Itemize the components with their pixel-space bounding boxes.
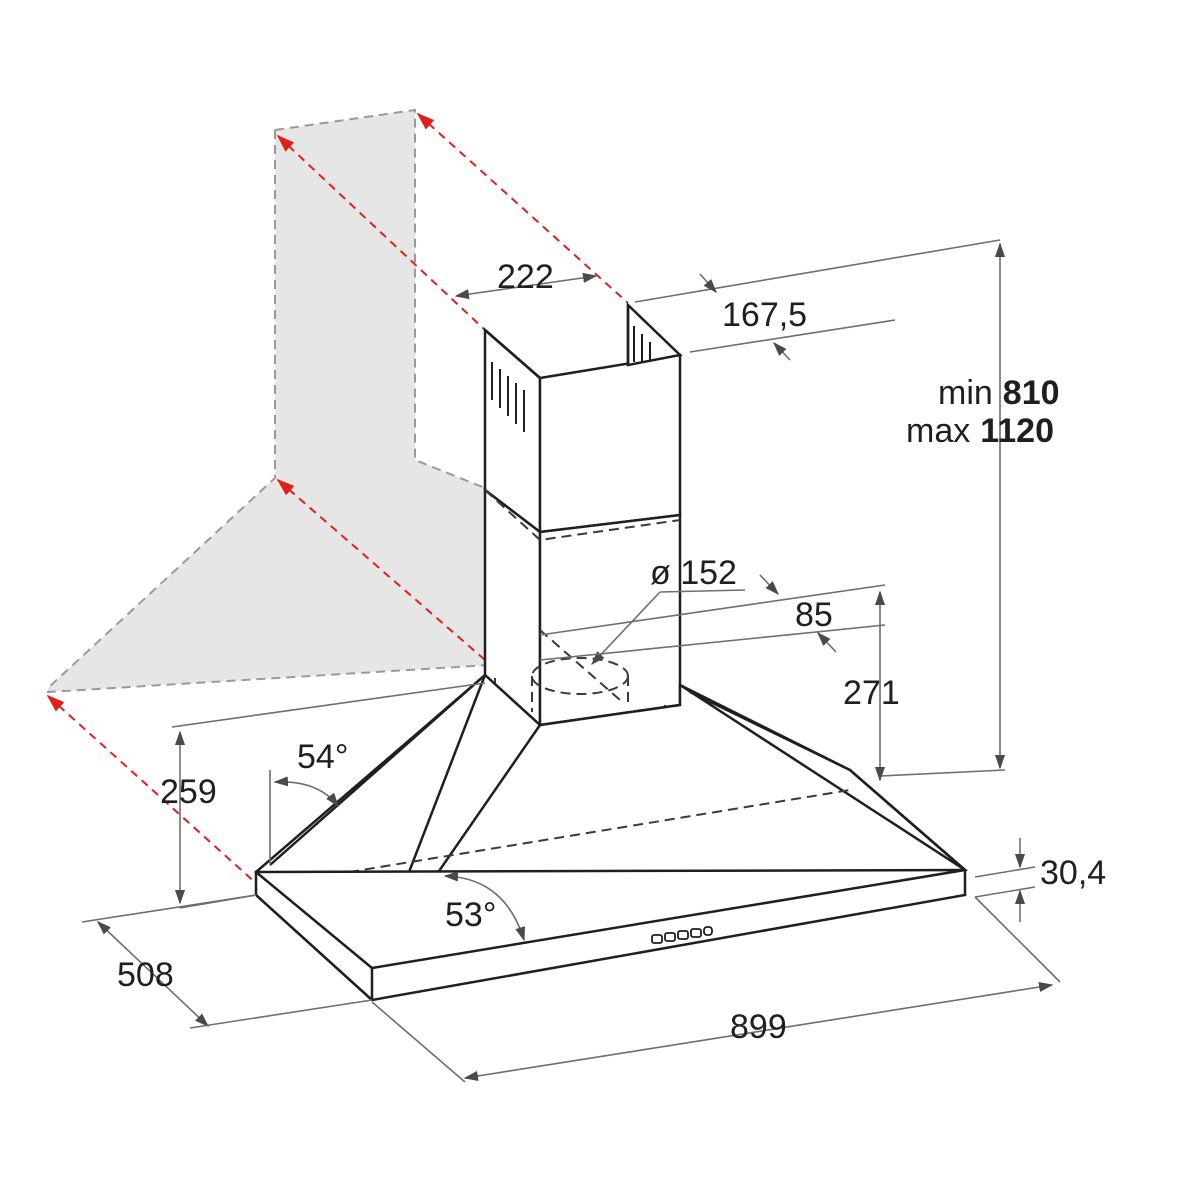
label-side-angle: 54° bbox=[297, 738, 348, 776]
label-chimney-width: 222 bbox=[497, 258, 554, 296]
height-max-value: 1120 bbox=[980, 412, 1054, 450]
height-max-word: max bbox=[906, 412, 970, 450]
label-front-angle: 53° bbox=[445, 896, 496, 934]
label-base-thickness: 30,4 bbox=[1040, 854, 1106, 892]
label-height-max: max 1120 bbox=[906, 412, 1054, 450]
label-hood-depth: 508 bbox=[117, 956, 174, 994]
label-duct-diameter: ø 152 bbox=[650, 554, 737, 592]
canopy-hidden-edge bbox=[269, 789, 851, 886]
label-canopy-height: 259 bbox=[160, 773, 217, 811]
red-guide-lines bbox=[46, 112, 629, 886]
wall-silhouette bbox=[47, 108, 491, 694]
label-chimney-depth: 167,5 bbox=[722, 296, 807, 334]
label-hood-body-height: 271 bbox=[843, 674, 900, 712]
hood-base bbox=[254, 868, 967, 1002]
chimney-vent-slots bbox=[491, 326, 651, 432]
height-min-word: min bbox=[938, 374, 993, 412]
dimension-lines bbox=[81, 239, 1061, 1083]
label-height-min: min 810 bbox=[938, 374, 1060, 412]
label-hood-width: 899 bbox=[730, 1008, 787, 1046]
control-buttons bbox=[651, 926, 713, 944]
height-min-value: 810 bbox=[1003, 374, 1060, 412]
upper-chimney bbox=[483, 302, 683, 535]
label-duct-offset: 85 bbox=[795, 596, 833, 634]
